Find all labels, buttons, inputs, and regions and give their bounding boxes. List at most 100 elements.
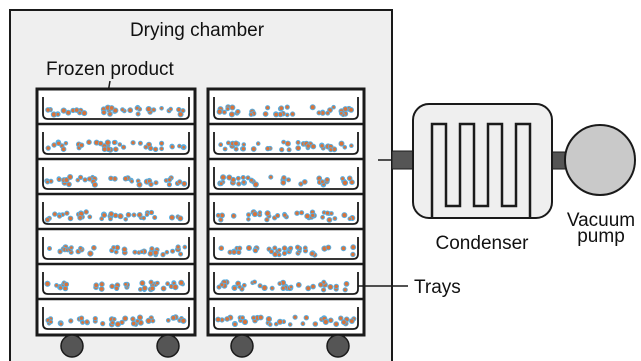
product-particle <box>273 111 279 118</box>
product-particle <box>92 316 98 322</box>
product-particle <box>349 179 355 185</box>
product-particle <box>130 316 136 322</box>
product-particle <box>286 177 291 183</box>
product-particle <box>64 210 70 216</box>
product-particle <box>44 217 51 223</box>
product-particle <box>265 145 271 152</box>
product-particle <box>261 284 268 291</box>
product-particle <box>130 140 136 146</box>
product-particle <box>316 110 322 116</box>
product-particle <box>268 174 274 180</box>
trays-label: Trays <box>414 277 461 298</box>
wheel-4 <box>326 334 350 358</box>
product-particle <box>219 282 225 288</box>
product-particle <box>340 245 347 252</box>
product-particle <box>139 249 145 255</box>
product-particle <box>152 215 158 220</box>
product-particle <box>60 146 67 152</box>
product-particle <box>181 180 188 187</box>
product-particle <box>51 142 57 148</box>
product-particle <box>324 210 331 216</box>
product-particle <box>112 212 119 219</box>
product-particle <box>218 181 224 187</box>
product-particle <box>324 177 331 183</box>
product-particle <box>45 179 50 185</box>
product-particle <box>153 180 159 186</box>
product-particle <box>257 283 263 289</box>
product-particle <box>122 175 129 182</box>
product-particle <box>180 317 187 324</box>
product-particle <box>83 209 89 215</box>
product-particle <box>65 109 72 116</box>
product-particle <box>144 212 150 217</box>
product-particle <box>348 107 355 113</box>
product-particle <box>275 213 281 219</box>
product-particle <box>218 245 225 251</box>
product-particle <box>250 146 257 152</box>
product-particle <box>159 140 165 146</box>
condenser-coil <box>430 122 532 218</box>
product-particle <box>56 140 62 147</box>
tray <box>42 202 190 225</box>
product-particle <box>177 215 184 222</box>
product-particle <box>333 321 340 328</box>
product-particle <box>277 281 283 287</box>
product-particle <box>300 321 306 327</box>
product-particle <box>349 143 354 148</box>
product-particle <box>341 212 348 219</box>
product-particle <box>262 111 269 117</box>
product-particle <box>111 245 116 250</box>
product-particle <box>181 144 187 150</box>
tray-outline <box>213 97 359 120</box>
product-particle <box>84 319 90 325</box>
frozen-product-label: Frozen product <box>46 59 175 80</box>
tray <box>213 202 359 225</box>
product-particle <box>125 212 132 218</box>
product-particle <box>47 246 52 251</box>
product-particle <box>240 315 245 321</box>
product-particle <box>159 146 165 152</box>
product-particle <box>246 212 252 218</box>
tray-outline <box>42 307 190 330</box>
product-particle <box>121 144 127 150</box>
product-particle <box>78 174 84 180</box>
tray-outline <box>213 272 359 295</box>
product-particle <box>321 287 327 293</box>
product-particle <box>246 217 251 222</box>
product-particle <box>241 282 247 288</box>
product-particle <box>248 112 254 117</box>
product-particle <box>152 146 159 153</box>
tray-outline <box>213 307 359 330</box>
product-particle <box>123 217 128 222</box>
product-particle <box>232 321 238 327</box>
product-particle <box>155 280 160 286</box>
product-particle <box>280 179 287 186</box>
product-particle <box>338 315 344 321</box>
product-particle <box>294 210 300 216</box>
vacuum-pump-label-line2: pump <box>577 226 625 247</box>
product-particle <box>104 139 111 146</box>
product-particle <box>101 146 108 152</box>
product-particle <box>75 177 81 183</box>
product-particle <box>277 247 282 253</box>
product-particle <box>78 245 83 251</box>
product-particle <box>292 314 298 320</box>
vacuum-pump <box>564 124 636 196</box>
product-particle <box>182 244 188 250</box>
product-particle <box>99 216 105 222</box>
product-particle <box>110 320 116 326</box>
product-particle <box>57 213 62 219</box>
product-particle <box>233 146 239 152</box>
product-particle <box>149 285 156 292</box>
product-particle <box>131 212 137 218</box>
product-particle <box>87 214 93 220</box>
product-particle <box>148 181 154 188</box>
product-particle <box>320 179 325 185</box>
tray-outline <box>42 167 190 190</box>
product-particle <box>280 285 286 291</box>
product-particle <box>178 251 184 257</box>
product-particle <box>231 285 238 291</box>
tray-outline <box>42 272 190 295</box>
tray <box>213 167 359 190</box>
